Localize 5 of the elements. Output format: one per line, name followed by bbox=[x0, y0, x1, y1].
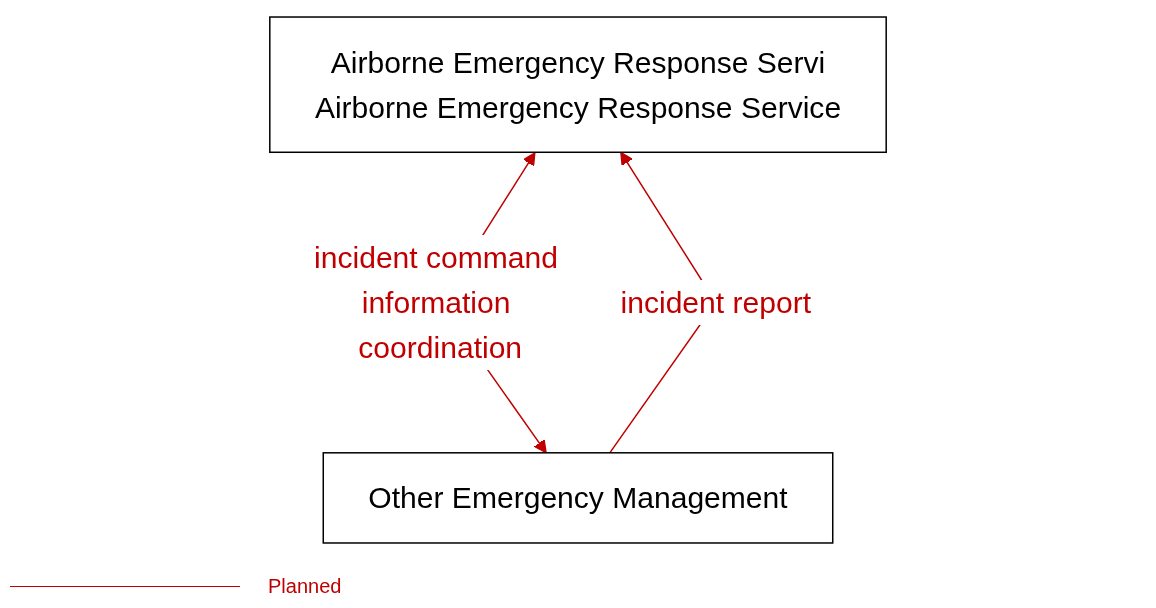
legend-text: Planned bbox=[268, 575, 342, 598]
edge-label: incident report bbox=[620, 286, 812, 320]
node-box: Other Emergency Management bbox=[322, 452, 834, 544]
node-box: Airborne Emergency Response Servi Airborne Emergency Response Service bbox=[269, 16, 887, 153]
edge-label: incident command information coordination bbox=[314, 240, 558, 365]
